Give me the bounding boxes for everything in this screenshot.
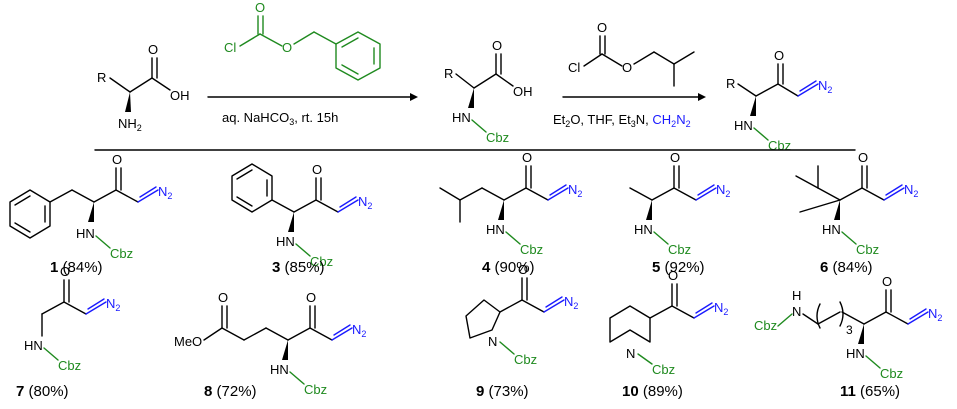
- o-label: O: [670, 150, 680, 165]
- oh-label: OH: [170, 88, 190, 103]
- n2-label: N2: [568, 182, 582, 199]
- hn-label: HN: [76, 226, 95, 241]
- n-label: N: [488, 334, 497, 349]
- cl-label: Cl: [224, 40, 236, 55]
- meo-label: MeO: [174, 334, 202, 349]
- n2-label: N2: [358, 194, 372, 211]
- hn-label: HN: [634, 222, 653, 237]
- compound-label: 7 (80%): [16, 383, 69, 400]
- compound-label: 5 (92%): [652, 259, 705, 276]
- n2-label: N2: [158, 184, 172, 201]
- o-label: O: [60, 264, 70, 279]
- o-label: O: [858, 150, 868, 165]
- nh2-label: NH2: [118, 116, 142, 133]
- r-label: R: [97, 70, 106, 85]
- cbz-label: Cbz: [58, 358, 81, 373]
- subscript-three: 3: [846, 323, 853, 337]
- cbz-label: Cbz: [754, 318, 777, 333]
- compound-label: 11 (65%): [840, 383, 900, 400]
- n2-label: N2: [714, 300, 728, 317]
- o-label: O: [882, 274, 892, 289]
- hn-label: HN: [734, 118, 753, 133]
- compound-label: 3 (85%): [272, 259, 325, 276]
- o-label: O: [668, 268, 678, 283]
- cbz-label: Cbz: [668, 242, 691, 257]
- cl-label: Cl: [568, 60, 580, 75]
- n2-label: N2: [928, 306, 942, 323]
- hn-label: HN: [24, 338, 43, 353]
- n2-label: N2: [106, 296, 120, 313]
- o-label: O: [112, 152, 122, 167]
- hn-label: HN: [452, 110, 471, 125]
- cbz-label: Cbz: [110, 246, 133, 261]
- cbz-label: Cbz: [856, 242, 879, 257]
- compound-4: O N2 HN Cbz 4 (90%): [439, 150, 582, 276]
- o-label: O: [255, 0, 265, 15]
- cbz-label: Cbz: [652, 362, 675, 377]
- hn-label: HN: [276, 234, 295, 249]
- cbz-label: Cbz: [486, 130, 509, 145]
- compound-6: O N2 HN Cbz 6 (84%): [795, 150, 918, 276]
- o-label: O: [312, 162, 322, 177]
- o-label: O: [597, 20, 607, 35]
- n-label: N: [792, 304, 801, 319]
- n2-label: N2: [564, 294, 578, 311]
- compound-8: MeO O O N2 HN Cbz 8 (72%): [174, 290, 366, 400]
- hn-label: HN: [822, 222, 841, 237]
- r-label: R: [444, 66, 453, 81]
- o-label: O: [774, 48, 784, 63]
- n2-label: N2: [904, 182, 918, 199]
- cbz-label: Cbz: [520, 242, 543, 257]
- compound-11: Cbz N H 3 O N2 HN Cbz 11 (65%): [754, 274, 942, 400]
- h-label: H: [792, 288, 801, 303]
- compound-label: 9 (73%): [476, 383, 529, 400]
- r-label: R: [726, 76, 735, 91]
- cbz-label: Cbz: [768, 138, 791, 153]
- n2-label: N2: [352, 322, 366, 339]
- compound-3: O N2 HN Cbz 3 (85%): [231, 162, 372, 276]
- compound-label: 6 (84%): [820, 259, 873, 276]
- o-label: O: [518, 262, 528, 277]
- compound-label: 4 (90%): [482, 259, 535, 276]
- step1-conditions: aq. NaHCO3, rt. 15h: [222, 110, 338, 127]
- cbz-label: Cbz: [310, 254, 333, 269]
- o-label: O: [522, 150, 532, 165]
- cbz-label: Cbz: [880, 366, 903, 381]
- o-label: O: [218, 290, 228, 305]
- compound-10: O N2 N Cbz 10 (89%): [609, 268, 728, 400]
- step2-conditions: Et2O, THF, Et3N, CH2N2: [553, 112, 691, 129]
- benzyl-chloroformate: Cl O O: [224, 0, 381, 81]
- n-label: N: [626, 346, 635, 361]
- starting-amino-acid: R O OH NH2: [97, 42, 190, 133]
- oh-label: OH: [513, 84, 533, 99]
- compound-5: O N2 HN Cbz 5 (92%): [629, 150, 730, 276]
- isobutyl-chloroformate: Cl O O: [568, 20, 695, 87]
- cbz-amino-acid: R O OH HN Cbz: [444, 38, 533, 145]
- stereo-wedge: [125, 92, 131, 112]
- cbz-label: Cbz: [514, 352, 537, 367]
- o-label: O: [282, 40, 292, 55]
- hn-label: HN: [270, 362, 289, 377]
- compound-label: 1 (84%): [50, 259, 103, 276]
- n2-label: N2: [818, 78, 832, 95]
- compound-label: 10 (89%): [622, 383, 683, 400]
- cbz-label: Cbz: [304, 382, 327, 397]
- o-label: O: [148, 42, 158, 57]
- o-label: O: [306, 290, 316, 305]
- hn-label: HN: [486, 222, 505, 237]
- compound-label: 8 (72%): [204, 383, 257, 400]
- n2-label: N2: [716, 182, 730, 199]
- o-label: O: [492, 38, 502, 53]
- o-label: O: [622, 60, 632, 75]
- compound-1: O N2 HN Cbz 1 (84%): [9, 152, 172, 276]
- compound-9: O N2 N Cbz 9 (73%): [465, 262, 578, 400]
- compound-7: O N2 HN Cbz 7 (80%): [16, 264, 120, 400]
- diazoketone-product: R O N2 HN Cbz: [726, 48, 832, 153]
- hn-label: HN: [846, 346, 865, 361]
